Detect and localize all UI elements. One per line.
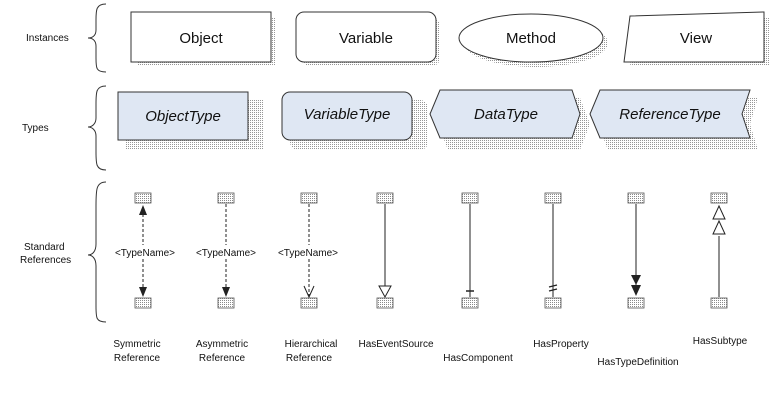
- ref-hassubtype-label: HasSubtype: [693, 336, 748, 347]
- ref-symmetric-label-2: Reference: [114, 353, 161, 364]
- brace-types: [87, 85, 107, 171]
- type-object-label: ObjectType: [145, 108, 221, 125]
- ref-haseventsource-label: HasEventSource: [358, 339, 433, 350]
- row-label-references-group: Standard References: [20, 181, 107, 323]
- row-label-references: Standard: [24, 242, 65, 253]
- instance-object-label: Object: [179, 30, 223, 47]
- instance-view: View: [623, 11, 770, 66]
- ref-asymmetric-label-2: Reference: [199, 353, 246, 364]
- ref-symmetric-typename: <TypeName>: [115, 248, 175, 259]
- ref-asymmetric-typename: <TypeName>: [196, 248, 256, 259]
- row-label-references-2: References: [20, 255, 71, 266]
- ref-hascomponent-label: HasComponent: [443, 353, 513, 364]
- brace-references: [87, 181, 107, 323]
- ref-asymmetric-label: Asymmetric: [196, 339, 248, 350]
- instance-view-label: View: [680, 30, 712, 47]
- type-data: DataType: [429, 89, 590, 150]
- type-data-label: DataType: [474, 106, 538, 123]
- row-label-types: Types: [22, 123, 49, 134]
- ref-hasproperty: HasProperty: [533, 192, 589, 350]
- brace-instances: [87, 3, 107, 73]
- type-object: ObjectType: [117, 91, 264, 150]
- row-label-instances: Instances: [26, 33, 69, 44]
- ref-hassubtype: HasSubtype: [693, 192, 748, 347]
- instance-variable-label: Variable: [339, 30, 393, 47]
- row-label-types-group: Types: [22, 85, 107, 171]
- row-label-instances-group: Instances: [26, 3, 107, 73]
- ref-hasproperty-label: HasProperty: [533, 339, 589, 350]
- instance-variable: Variable: [295, 11, 440, 66]
- ref-hierarchical: <TypeName> Hierarchical Reference: [271, 192, 345, 364]
- ref-hierarchical-typename: <TypeName>: [278, 248, 338, 259]
- ref-haseventsource: HasEventSource: [358, 192, 434, 350]
- type-reference-label: ReferenceType: [619, 106, 720, 123]
- type-variable-label: VariableType: [304, 106, 391, 123]
- type-variable: VariableType: [281, 91, 428, 150]
- ref-hascomponent: HasComponent: [443, 192, 513, 364]
- instance-object: Object: [130, 11, 275, 66]
- ref-symmetric: <TypeName> Symmetric Reference: [108, 192, 182, 364]
- ref-hastypedefinition: HasTypeDefinition: [597, 192, 679, 368]
- type-reference: ReferenceType: [589, 89, 758, 150]
- ref-hastypedefinition-label: HasTypeDefinition: [597, 357, 678, 368]
- ref-hierarchical-label-2: Reference: [286, 353, 333, 364]
- ref-hierarchical-label: Hierarchical: [285, 339, 338, 350]
- instance-method-label: Method: [506, 30, 556, 47]
- ref-asymmetric: <TypeName> Asymmetric Reference: [189, 192, 263, 364]
- ref-symmetric-label: Symmetric: [113, 339, 160, 350]
- instance-method: Method: [458, 13, 608, 67]
